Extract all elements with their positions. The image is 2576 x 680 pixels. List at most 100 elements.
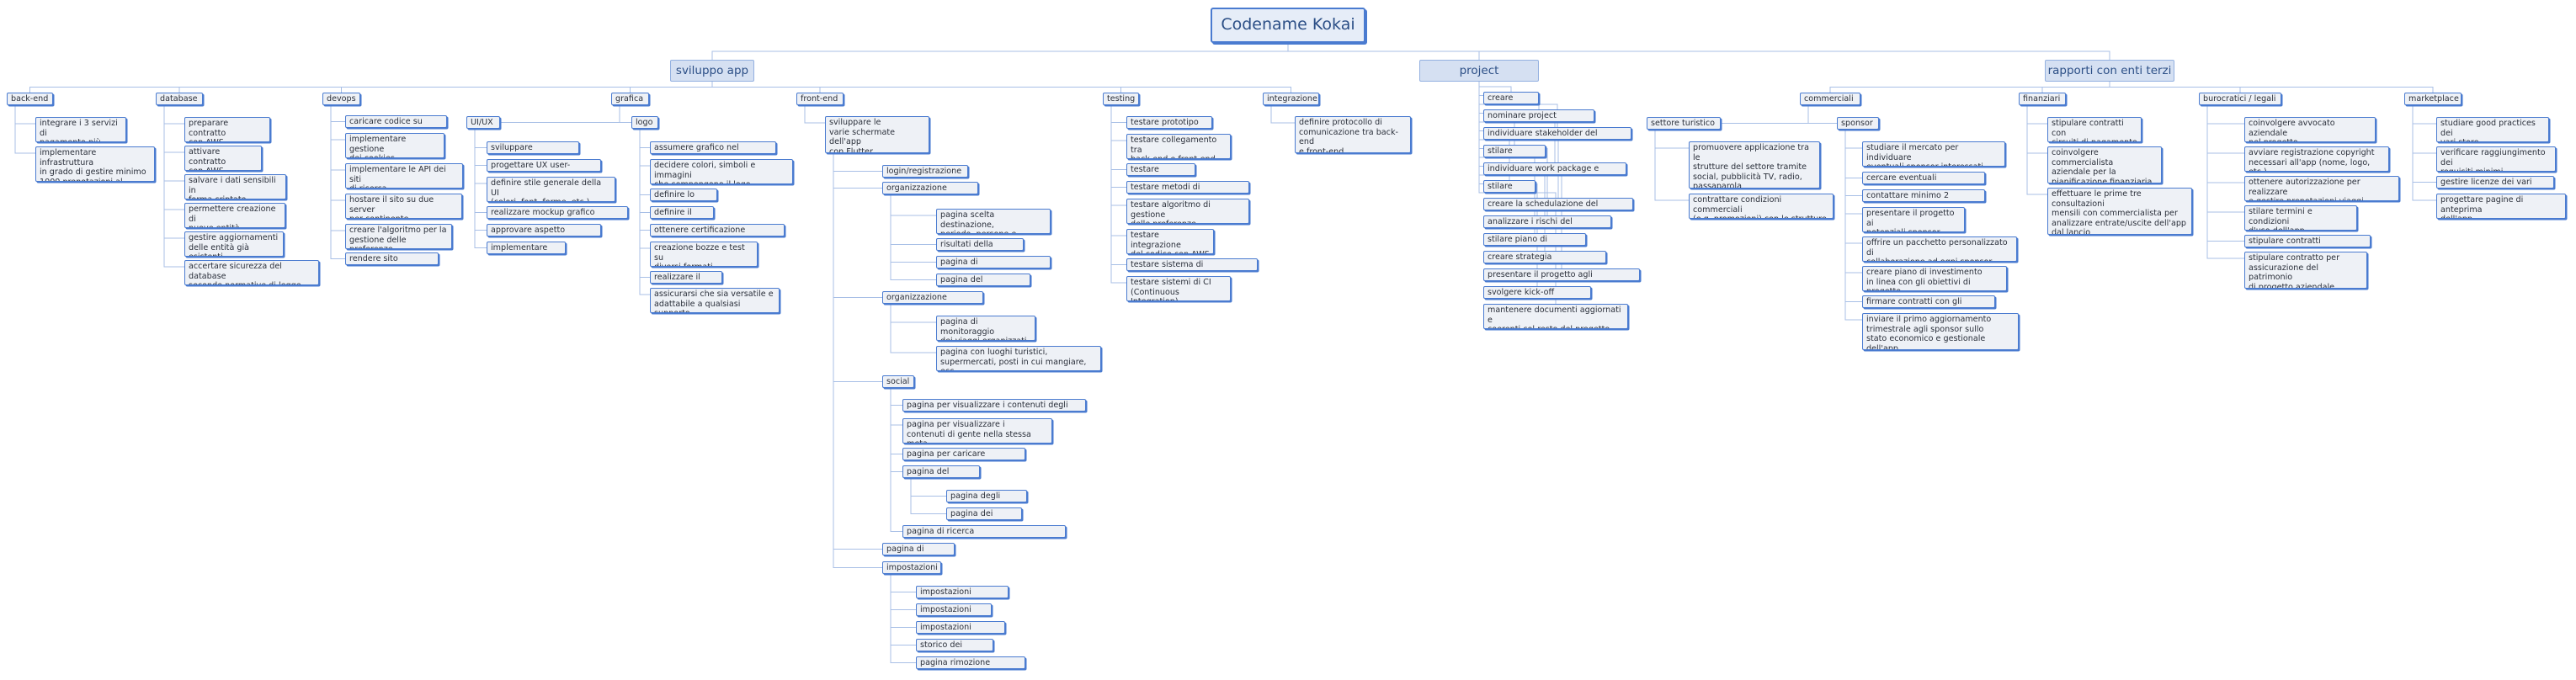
topic-node[interactable]: risultati della ricerca xyxy=(936,238,1024,251)
topic-node[interactable]: effettuare le prime tre consultazioni me… xyxy=(2047,188,2192,235)
topic-node[interactable]: definire protocollo di comunicazione tra… xyxy=(1295,116,1411,153)
topic-node[interactable]: implementare app xyxy=(487,242,566,254)
topic-node[interactable]: pagina di monitoraggio dei viaggi organi… xyxy=(936,316,1035,341)
topic-node[interactable]: preparare contratto con AWS xyxy=(184,117,270,142)
topic-node[interactable]: back-end xyxy=(7,93,53,105)
topic-node[interactable]: stilare WBS xyxy=(1483,180,1535,193)
topic-node[interactable]: studiare il mercato per individuare even… xyxy=(1862,141,2005,167)
topic-node[interactable]: devops xyxy=(322,93,360,105)
topic-node[interactable]: impostazioni privacy xyxy=(916,621,1005,634)
topic-node[interactable]: svolgere kick-off meeting xyxy=(1483,286,1591,299)
topic-node[interactable]: promuovere applicazione tra le strutture… xyxy=(1689,141,1820,189)
topic-node[interactable]: presentare il progetto agli stakeholder xyxy=(1483,268,1640,281)
topic-node[interactable]: pagina scelta destinazione, periodo, per… xyxy=(936,209,1051,234)
topic-node[interactable]: stipulare contratto per assicurazione de… xyxy=(2244,252,2367,289)
topic-node[interactable]: database xyxy=(156,93,203,105)
topic-node[interactable]: salvare i dati sensibili in forma cripta… xyxy=(184,174,286,199)
topic-node[interactable]: realizzare mockup grafico dell'app xyxy=(487,206,628,219)
topic-node[interactable]: definire il font xyxy=(650,206,714,219)
topic-node[interactable]: stilare charter xyxy=(1483,145,1546,157)
topic-node[interactable]: testare cookies xyxy=(1126,163,1195,176)
topic-node[interactable]: avviare registrazione copyright necessar… xyxy=(2244,146,2389,172)
topic-node[interactable]: individuare stakeholder del progetto xyxy=(1483,127,1631,140)
topic-node[interactable]: stilare piano di progetto xyxy=(1483,233,1586,246)
topic-node[interactable]: login/registrazione xyxy=(882,165,968,178)
main-topic-pm[interactable]: project management xyxy=(1419,60,1539,82)
topic-node[interactable]: assumere grafico nel progetto xyxy=(650,141,776,154)
topic-node[interactable]: attivare contratto con AWS xyxy=(184,146,262,171)
topic-node[interactable]: progettare pagine di anteprima dell'app xyxy=(2436,194,2566,219)
topic-node[interactable]: progettare UX user-friendly xyxy=(487,159,601,172)
topic-node[interactable]: rendere sito scalabile xyxy=(345,252,439,265)
topic-node[interactable]: coinvolgere avvocato aziendale nel proge… xyxy=(2244,117,2376,142)
topic-node[interactable]: grafica xyxy=(611,93,649,105)
topic-node[interactable]: hostare il sito su due server per contin… xyxy=(345,194,462,219)
topic-node[interactable]: organizzazione viaggio xyxy=(882,182,978,194)
main-topic-rap[interactable]: rapporti con enti terzi xyxy=(2045,60,2174,82)
topic-node[interactable]: cercare eventuali testimonial xyxy=(1862,172,1985,184)
topic-node[interactable]: burocratici / legali xyxy=(2199,93,2281,105)
topic-node[interactable]: pagina per visualizzare i contenuti di g… xyxy=(902,418,1052,444)
topic-node[interactable]: offrire un pacchetto personalizzato di c… xyxy=(1862,236,2017,262)
topic-node[interactable]: testare sistemi di CI (Continuous Integr… xyxy=(1126,276,1231,301)
topic-node[interactable]: settore turistico xyxy=(1647,117,1721,130)
topic-node[interactable]: analizzare i rischi del progetto xyxy=(1483,215,1611,228)
topic-node[interactable]: pagina del profilo xyxy=(902,465,980,478)
topic-node[interactable]: UI/UX xyxy=(466,116,500,129)
topic-node[interactable]: caricare codice su AWS xyxy=(345,115,447,128)
topic-node[interactable]: realizzare il logo xyxy=(650,271,722,284)
topic-node[interactable]: assicurarsi che sia versatile e adattabi… xyxy=(650,288,780,313)
topic-node[interactable]: contrattare condizioni commerciali (e.g.… xyxy=(1689,194,1834,219)
topic-node[interactable]: implementare infrastruttura in grado di … xyxy=(35,146,155,182)
topic-node[interactable]: ottenere autorizzazione per realizzare e… xyxy=(2244,176,2399,201)
topic-node[interactable]: definire lo stile xyxy=(650,189,717,201)
topic-node[interactable]: accertare sicurezza del database secondo… xyxy=(184,260,319,285)
topic-node[interactable]: testing xyxy=(1103,93,1139,105)
topic-node[interactable]: verificare raggiungimento dei requisiti … xyxy=(2436,146,2556,172)
topic-node[interactable]: decidere colori, simboli e immagini che … xyxy=(650,159,793,184)
main-topic-svi[interactable]: sviluppo app xyxy=(670,60,754,82)
topic-node[interactable]: ottenere certificazione copyright xyxy=(650,224,785,236)
topic-node[interactable]: social xyxy=(882,375,914,388)
root-topic[interactable]: Codename Kokai xyxy=(1211,8,1365,43)
topic-node[interactable]: implementare le API dei siti di ricerca … xyxy=(345,163,463,189)
topic-node[interactable]: contattare minimo 2 sponsor xyxy=(1862,189,1985,202)
topic-node[interactable]: creare la schedulazione del progetto xyxy=(1483,198,1633,210)
topic-node[interactable]: testare sistema di prenotazione xyxy=(1126,258,1258,271)
topic-node[interactable]: mantenere documenti aggiornati e coerent… xyxy=(1483,304,1628,329)
topic-node[interactable]: stipulare contratti assicurativi xyxy=(2244,235,2371,247)
topic-node[interactable]: impostazioni app xyxy=(916,603,992,616)
topic-node[interactable]: testare algoritmo di gestione delle pref… xyxy=(1126,199,1249,224)
topic-node[interactable]: sponsor xyxy=(1837,117,1879,130)
topic-node[interactable]: implementare gestione dei cookies xyxy=(345,133,444,158)
topic-node[interactable]: pagina di ricerca (persone/destinazioni) xyxy=(902,525,1066,538)
topic-node[interactable]: pagina del pagamento xyxy=(936,274,1030,286)
topic-node[interactable]: firmare contratti con gli sponsor xyxy=(1862,295,1995,308)
topic-node[interactable]: pagina di supporto/contatti xyxy=(936,256,1051,268)
topic-node[interactable]: nominare project manager xyxy=(1483,109,1594,122)
topic-node[interactable]: logo xyxy=(631,116,658,129)
topic-node[interactable]: definire stile generale della UI (colori… xyxy=(487,177,615,202)
topic-node[interactable]: gestire licenze dei vari store xyxy=(2436,176,2554,189)
topic-node[interactable]: stilare termini e condizioni d'uso dell'… xyxy=(2244,205,2357,231)
topic-node[interactable]: testare integrazione del codice con AWS xyxy=(1126,229,1214,254)
topic-node[interactable]: sviluppare le varie schermate dell'app c… xyxy=(825,116,929,153)
topic-node[interactable]: pagina rimozione account xyxy=(916,656,1025,669)
topic-node[interactable]: testare prototipo UI xyxy=(1126,116,1212,129)
topic-node[interactable]: pagina degli amici xyxy=(946,490,1027,502)
topic-node[interactable]: finanziari xyxy=(2019,93,2066,105)
topic-node[interactable]: organizzazione alloggio xyxy=(882,291,983,304)
topic-node[interactable]: testare collegamento tra back-end e fron… xyxy=(1126,134,1231,159)
topic-node[interactable]: impostazioni xyxy=(882,561,941,574)
topic-node[interactable]: storico dei viaggi xyxy=(916,639,993,651)
topic-node[interactable]: pagina con luoghi turistici, supermercat… xyxy=(936,346,1101,371)
topic-node[interactable]: marketplace xyxy=(2404,93,2462,105)
topic-node[interactable]: approvare aspetto dell'app xyxy=(487,224,601,236)
topic-node[interactable]: pagina dei viaggi xyxy=(946,507,1022,520)
topic-node[interactable]: creare team xyxy=(1483,92,1539,104)
topic-node[interactable]: impostazioni account xyxy=(916,586,1009,598)
topic-node[interactable]: pagina per caricare contenuti xyxy=(902,448,1025,460)
topic-node[interactable]: coinvolgere commercialista aziendale per… xyxy=(2047,146,2162,183)
topic-node[interactable]: creare piano di investimento in linea co… xyxy=(1862,266,2007,291)
topic-node[interactable]: commerciali xyxy=(1800,93,1860,105)
